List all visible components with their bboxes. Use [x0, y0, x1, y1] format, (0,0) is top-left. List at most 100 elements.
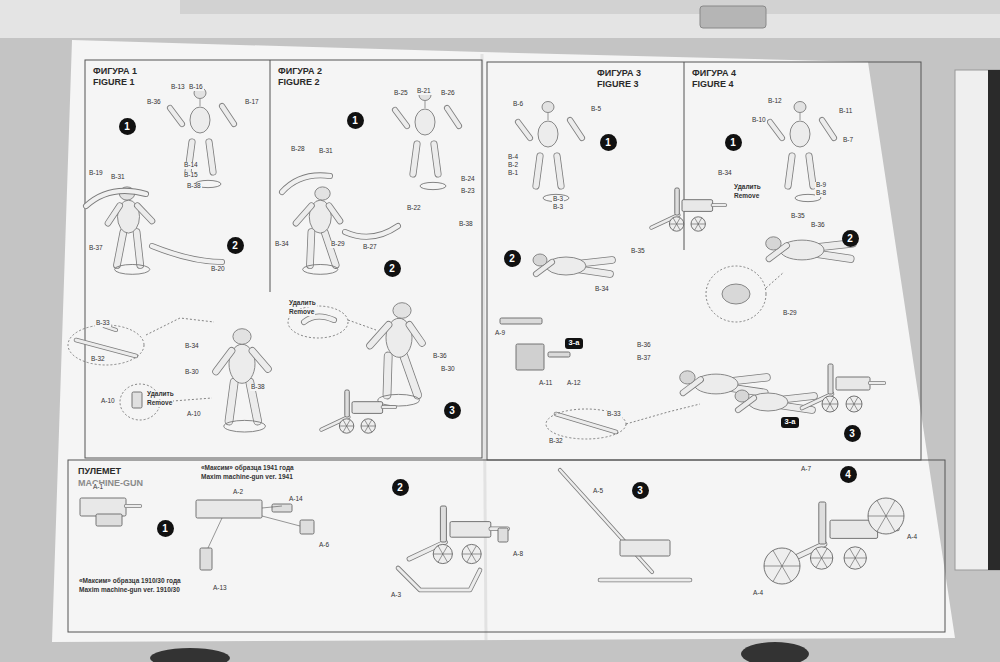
- leader-line: [343, 420, 347, 426]
- leader-line: [361, 426, 368, 427]
- leader-line: [698, 224, 702, 230]
- part-number: B-10: [751, 117, 767, 124]
- part-fill: [229, 382, 234, 421]
- part-outline: [216, 351, 232, 372]
- part-outline: [560, 470, 652, 572]
- figure-panel: ФИГУРА 3FIGURE 3123-a: [489, 64, 682, 458]
- part-outline: [209, 142, 213, 172]
- leader-line: [816, 558, 822, 568]
- leader-line: [877, 500, 886, 516]
- leader-line: [677, 224, 681, 230]
- part-number: B-5: [590, 106, 602, 113]
- step-circle: 3: [844, 425, 861, 442]
- step-number: 1: [124, 121, 130, 132]
- step-circle: 2: [392, 479, 409, 496]
- part-number: B-24: [460, 176, 476, 183]
- part-number: A-7: [800, 466, 812, 473]
- leader-line: [462, 554, 472, 555]
- part-fill: [809, 156, 813, 186]
- part-fill: [600, 579, 690, 582]
- part-outline: [404, 356, 418, 395]
- part-outline: [536, 156, 540, 186]
- step-number: 3-a: [569, 339, 580, 347]
- part-outline: [104, 326, 116, 330]
- step-circle: 1: [600, 134, 617, 151]
- part-number: B-19: [88, 170, 104, 177]
- leader-line: [850, 404, 854, 411]
- part-box: [272, 504, 292, 512]
- part-outline: [770, 122, 782, 138]
- part-outline: [518, 122, 530, 138]
- leader-line: [343, 426, 347, 432]
- leader-line: [347, 426, 354, 427]
- note-text: Удалить: [288, 300, 317, 307]
- step-number: 2: [389, 263, 395, 274]
- note-text: Maxim machine-gun ver. 1941: [200, 474, 294, 481]
- part-number: B-34: [274, 241, 290, 248]
- leader-line: [673, 224, 677, 230]
- leader-line: [443, 546, 448, 554]
- panel-title: MACHINE-GUN: [78, 479, 143, 489]
- part-number: B-31: [110, 174, 126, 181]
- wheel: [844, 547, 866, 569]
- strap-fill: [282, 175, 330, 192]
- leader-line: [886, 516, 895, 532]
- strap-fill: [86, 191, 146, 206]
- part-outline: [76, 340, 136, 356]
- strap-outline: [345, 226, 398, 237]
- leader-line: [854, 397, 858, 404]
- part-outline: [117, 232, 123, 265]
- part-fill: [413, 144, 417, 174]
- leader-line: [467, 554, 472, 562]
- part-number: B-36: [432, 353, 448, 360]
- leader-line: [877, 516, 886, 532]
- leader-line: [773, 566, 782, 582]
- callout-outline: [68, 325, 144, 365]
- part-box: [352, 402, 383, 414]
- step-number: 3: [637, 485, 643, 496]
- part-shape: [790, 121, 810, 147]
- leader-line: [433, 554, 443, 555]
- leader-line: [850, 558, 856, 568]
- part-number: B-12: [767, 98, 783, 105]
- leader-line: [347, 420, 351, 426]
- part-fill: [560, 470, 652, 572]
- part-fill: [209, 142, 213, 172]
- part-outline: [570, 120, 582, 138]
- paper-sheet: [52, 40, 955, 642]
- part-fill: [370, 325, 389, 346]
- part-outline: [137, 206, 152, 221]
- part-shape: [766, 237, 781, 250]
- leader-line: [472, 554, 477, 562]
- step-number: 1: [605, 137, 611, 148]
- figure-base: [378, 394, 420, 406]
- part-box: [80, 498, 126, 516]
- part-fill: [770, 122, 782, 138]
- part-shape: [735, 390, 749, 402]
- part-outline: [126, 504, 140, 508]
- leader-line: [208, 518, 222, 548]
- part-box: [200, 548, 212, 570]
- part-outline: [325, 232, 336, 265]
- part-outline: [222, 106, 234, 124]
- part-fill: [822, 120, 834, 138]
- leader-line: [472, 546, 477, 554]
- part-number: B-6: [512, 101, 524, 108]
- panel-divider: [270, 60, 271, 292]
- part-number: B-11: [838, 108, 853, 115]
- part-number: B-33: [606, 411, 622, 418]
- part-number: B-9: [815, 182, 827, 189]
- leader-line: [368, 426, 372, 432]
- part-fill: [536, 156, 540, 186]
- part-outline: [252, 351, 268, 369]
- step-number: 3: [449, 405, 455, 416]
- part-fill: [570, 120, 582, 138]
- part-number: B-25: [393, 90, 409, 97]
- part-outline: [170, 108, 182, 124]
- part-fill: [325, 232, 336, 265]
- note-text: Удалить: [733, 184, 762, 191]
- part-fill: [329, 206, 340, 221]
- part-box: [450, 522, 491, 538]
- leader-line: [691, 224, 698, 225]
- leader-line: [425, 101, 426, 108]
